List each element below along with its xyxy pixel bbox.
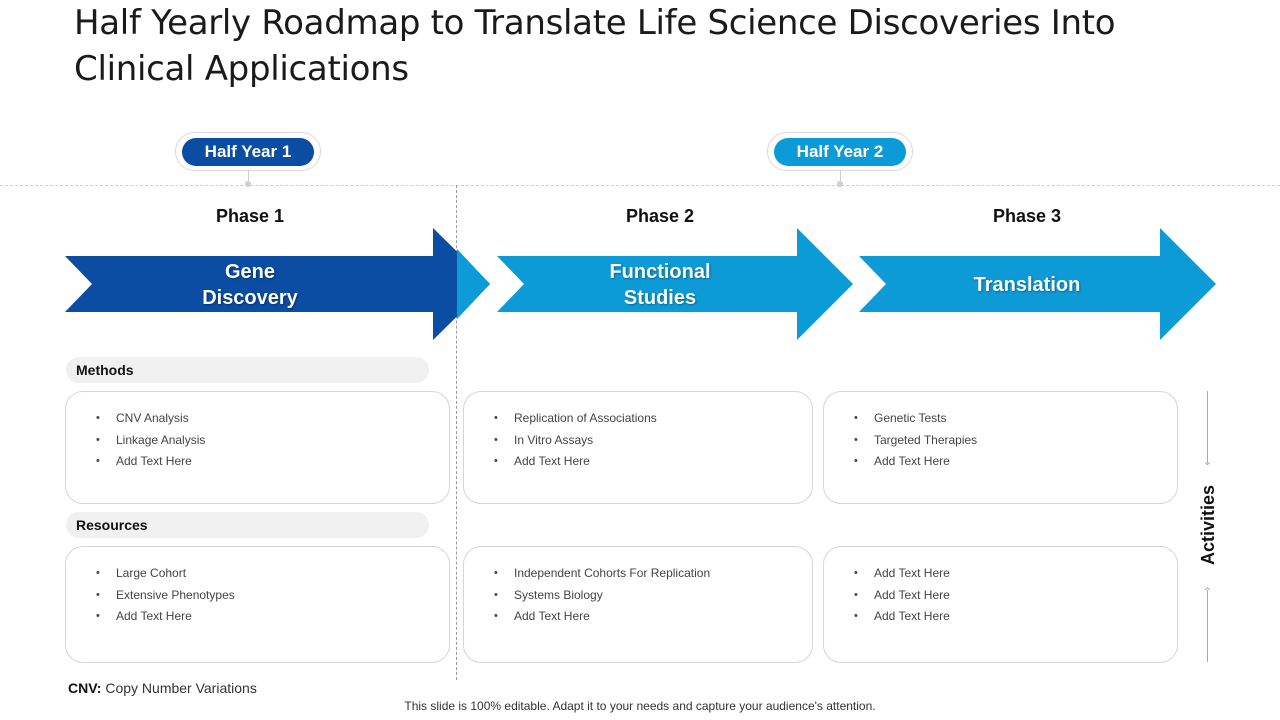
half-year-2-label: Half Year 2 [774,137,906,166]
list-item: Add Text Here [96,606,449,628]
half-year-1-dot [245,181,251,187]
phase-2-title-line2: Studies [623,287,697,309]
methods-card-phase-1: CNV Analysis Linkage Analysis Add Text H… [65,391,450,504]
footnote-term: CNV: [68,680,102,696]
list-item: Systems Biology [494,585,812,607]
bottom-note: This slide is 100% editable. Adapt it to… [404,699,876,713]
phase-1-arrow-text: Gene Discovery [150,258,350,312]
list-item: Independent Cohorts For Replication [494,563,812,585]
list-item: Add Text Here [854,585,1177,607]
phase-1-title-line1: Gene [224,261,276,283]
list-item: Add Text Here [854,563,1177,585]
half-year-2-stem [840,171,841,184]
page-title: Half Yearly Roadmap to Translate Life Sc… [74,3,1116,89]
half-year-1-stem [248,171,249,184]
half-year-1-badge: Half Year 1 [175,132,321,171]
list-item: In Vitro Assays [494,430,812,452]
phase-1-title-line2: Discovery [202,287,298,309]
list-item: Add Text Here [854,451,1177,473]
phase-3-title-line1: Translation [973,274,1081,296]
phase-1-arrow-tip-highlight [457,249,490,319]
list-item: Add Text Here [494,606,812,628]
phase-3-label: Phase 3 [992,206,1062,226]
phase-2-arrow-text: Functional Studies [560,258,760,312]
timeline-divider-horizontal [0,185,1280,186]
arrow-down-icon: ⌄ [1202,454,1213,468]
half-year-2-dot [837,181,843,187]
list-item: Extensive Phenotypes [96,585,449,607]
list-item: Add Text Here [854,606,1177,628]
half-year-1-label: Half Year 1 [182,137,314,166]
methods-card-phase-2: Replication of Associations In Vitro Ass… [463,391,813,504]
half-year-2-badge: Half Year 2 [767,132,913,171]
activities-line-bottom [1207,590,1208,662]
list-item: CNV Analysis [96,408,449,430]
phase-3-arrow-text: Translation [927,258,1127,312]
phase-3-arrow [859,228,1216,340]
footnote: CNV: Copy Number Variations [68,680,257,696]
half-year-divider-vertical [456,185,457,680]
resources-card-phase-2: Independent Cohorts For Replication Syst… [463,546,813,663]
list-item: Add Text Here [494,451,812,473]
phase-2-arrow [497,228,853,340]
resources-section-bar: Resources [66,512,429,538]
methods-section-bar: Methods [66,357,429,383]
list-item: Replication of Associations [494,408,812,430]
phase-2-label: Phase 2 [625,206,695,226]
list-item: Linkage Analysis [96,430,449,452]
list-item: Large Cohort [96,563,449,585]
list-item: Genetic Tests [854,408,1177,430]
methods-card-phase-3: Genetic Tests Targeted Therapies Add Tex… [823,391,1178,504]
phase-1-arrow [65,228,490,340]
resources-card-phase-3: Add Text Here Add Text Here Add Text Her… [823,546,1178,663]
phase-1-label: Phase 1 [215,206,285,226]
list-item: Add Text Here [96,451,449,473]
activities-line-top [1207,391,1208,463]
footnote-definition: Copy Number Variations [105,680,257,696]
resources-card-phase-1: Large Cohort Extensive Phenotypes Add Te… [65,546,450,663]
activities-label: Activities [1197,484,1218,566]
phase-2-title-line1: Functional [609,261,711,283]
list-item: Targeted Therapies [854,430,1177,452]
